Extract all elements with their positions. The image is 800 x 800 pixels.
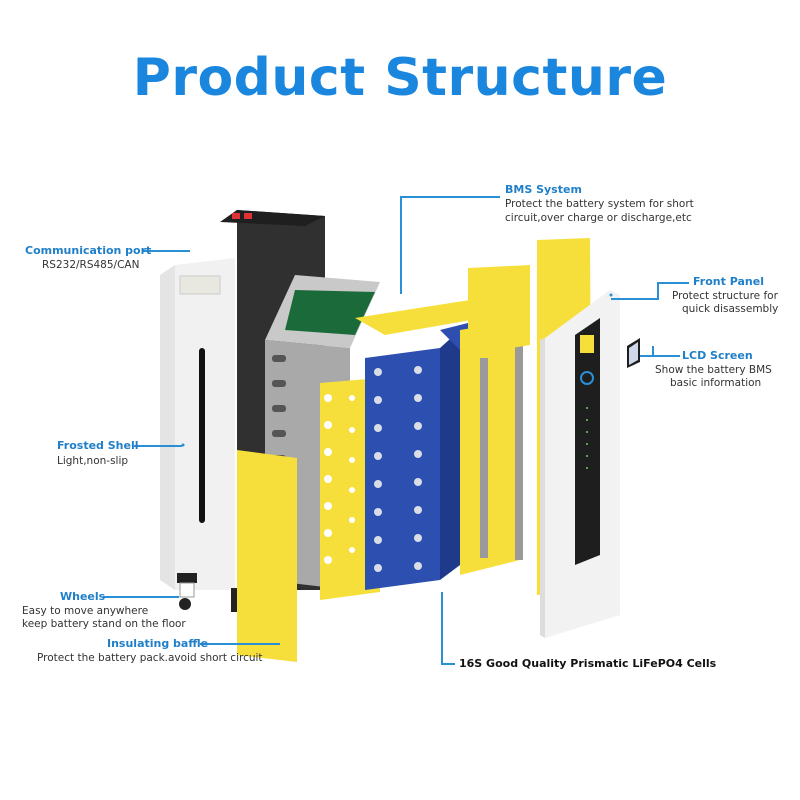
wheels-label: Wheels — [60, 590, 106, 603]
front-panel-line-v — [657, 282, 659, 300]
insulating-baffle-line — [200, 643, 280, 645]
bms-system-label: BMS System — [505, 183, 582, 196]
frosted-shell-desc: Light,non-slip — [57, 455, 129, 467]
lcd-screen-desc-2: basic information — [670, 377, 762, 389]
wheels-line — [103, 596, 179, 598]
wheels — [177, 573, 241, 612]
cells-line-h — [441, 663, 455, 665]
lcd-line-h — [640, 355, 680, 357]
lcd-screen-label: LCD Screen — [682, 349, 753, 362]
insulating-baffle — [237, 450, 297, 662]
frosted-shell-label: Frosted Shell — [57, 439, 139, 452]
lcd-screen-desc-1: Show the battery BMS — [655, 364, 772, 376]
front-panel — [540, 290, 620, 638]
wheels-desc-1: Easy to move anywhere — [22, 605, 149, 617]
bms-line-v — [400, 196, 402, 294]
lcd-screen — [627, 338, 640, 368]
front-panel-line-h1 — [611, 298, 659, 300]
front-panel-line-h2 — [657, 282, 689, 284]
page-title: Product Structure — [132, 48, 668, 108]
bms-line-h — [400, 196, 500, 198]
lcd-line-v — [652, 346, 654, 356]
bms-system-desc-1: Protect the battery system for short — [505, 198, 694, 210]
front-panel-label: Front Panel — [693, 275, 764, 288]
communication-port-line — [142, 250, 190, 252]
wheels-desc-2: keep battery stand on the floor — [22, 618, 186, 630]
insulating-baffle-desc: Protect the battery pack.avoid short cir… — [37, 652, 263, 664]
yellow-back-plate — [468, 265, 530, 355]
front-panel-desc-2: quick disassembly — [682, 303, 779, 315]
cells-line-v — [441, 592, 443, 664]
insulating-baffle-label: Insulating baffle — [107, 637, 209, 650]
frosted-shell-line — [134, 445, 182, 447]
bms-system-desc-2: circuit,over charge or discharge,etc — [505, 212, 692, 224]
cells-label: 16S Good Quality Prismatic LiFePO4 Cells — [459, 657, 717, 670]
communication-port-label: Communication port — [25, 244, 152, 257]
communication-port-desc: RS232/RS485/CAN — [42, 259, 140, 271]
front-panel-desc-1: Protect structure for — [672, 290, 778, 302]
